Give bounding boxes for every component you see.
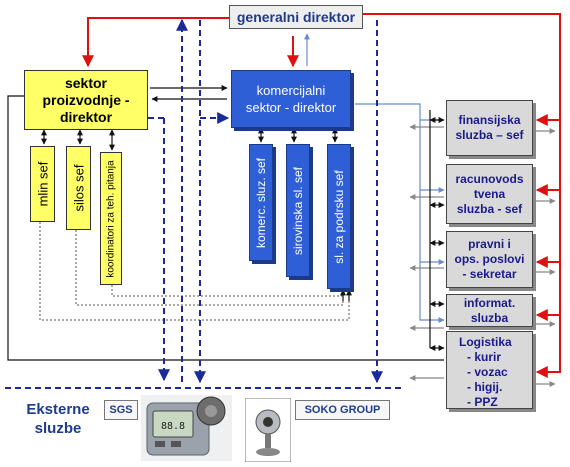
finance-line2: sluzba – sef xyxy=(455,128,523,143)
logistics-item: - kurir xyxy=(459,350,512,365)
it-line2: sluzba xyxy=(464,311,515,326)
mill-chief-box: mlin sef xyxy=(30,146,55,222)
tech-coordinators-box: koordinatori za teh. pitanja xyxy=(100,152,122,285)
production-title-line2: proizvodnje - xyxy=(42,92,129,109)
legal-line1: pravni i xyxy=(454,237,524,252)
webcam-image xyxy=(245,398,291,462)
external-title-line1: Eksterne xyxy=(18,400,98,419)
raw-materials-label: sirovinska sl. sef xyxy=(291,166,305,254)
sgs-label: SGS xyxy=(109,404,132,416)
accounting-line2: tvena xyxy=(455,187,523,202)
commercial-title-line1: komercijalni xyxy=(246,82,336,99)
logistics-item: - higij. xyxy=(459,380,512,395)
soko-group-label-box: SOKO GROUP xyxy=(295,400,390,420)
legal-line2: ops. poslovi xyxy=(454,252,524,267)
accounting-line1: racunovods xyxy=(455,172,523,187)
support-service-label: sl. za podrsku sef xyxy=(332,170,346,263)
silo-chief-label: silos sef xyxy=(71,165,86,212)
logistics-box: Logistika - kurir - vozac - higij. - PPZ xyxy=(446,331,533,409)
external-services-title: Eksterne sluzbe xyxy=(18,400,98,438)
logistics-title: Logistika xyxy=(459,335,512,350)
legal-box: pravni i ops. poslovi - sekretar xyxy=(446,231,533,288)
it-line1: informat. xyxy=(464,296,515,311)
logistics-item: - vozac xyxy=(459,365,512,380)
svg-text:88.8: 88.8 xyxy=(161,421,185,432)
it-box: informat. sluzba xyxy=(446,294,533,327)
general-director-label: generalni direktor xyxy=(237,9,355,25)
external-title-line2: sluzbe xyxy=(18,419,98,438)
legal-line3: - sekretar xyxy=(454,267,524,282)
production-sector-box: sektor proizvodnje - direktor xyxy=(24,70,148,130)
commercial-title-line2: sektor - direktor xyxy=(246,99,336,116)
commercial-service-box: komerc. sluz. sef xyxy=(249,144,273,261)
commercial-service-label: komerc. sluz. sef xyxy=(254,157,268,247)
finance-line1: finansijska xyxy=(455,113,523,128)
sgs-label-box: SGS xyxy=(104,400,138,420)
mill-chief-label: mlin sef xyxy=(35,162,50,207)
finance-box: finansijska sluzba – sef xyxy=(446,100,533,156)
silo-chief-box: silos sef xyxy=(66,146,91,230)
production-title-line3: direktor xyxy=(42,109,129,126)
tech-coordinators-label: koordinatori za teh. pitanja xyxy=(106,160,117,277)
logistics-item: - PPZ xyxy=(459,395,512,410)
commercial-sector-box: komercijalni sektor - direktor xyxy=(231,70,351,128)
support-service-box: sl. za podrsku sef xyxy=(327,144,351,289)
accounting-line3: sluzba - sef xyxy=(455,202,523,217)
raw-materials-box: sirovinska sl. sef xyxy=(286,144,310,277)
logistics-list: - kurir - vozac - higij. - PPZ xyxy=(459,350,512,410)
production-title-line1: sektor xyxy=(42,75,129,92)
soko-group-label: SOKO GROUP xyxy=(305,404,381,416)
accounting-box: racunovods tvena sluzba - sef xyxy=(446,164,533,224)
general-director-box: generalni direktor xyxy=(229,5,363,29)
multimeter-image: 88.8 xyxy=(141,395,232,461)
